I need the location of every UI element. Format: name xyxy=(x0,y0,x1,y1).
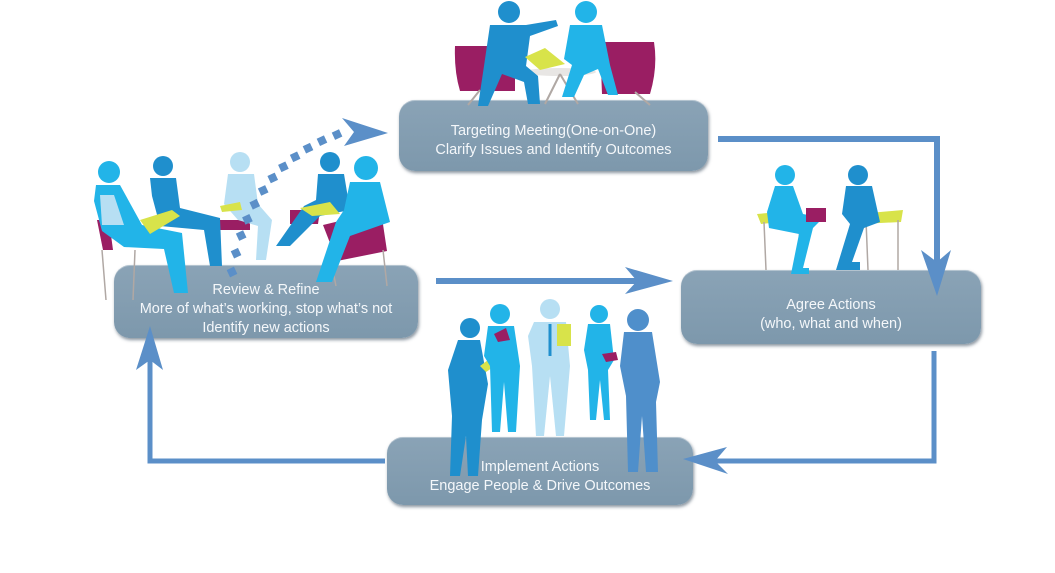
sofa-left xyxy=(454,46,515,91)
dotted-arrow-segment xyxy=(331,129,343,140)
stage-subtitle: Identify new actions xyxy=(202,320,330,336)
dotted-arrow-segment xyxy=(230,247,242,259)
document xyxy=(525,48,565,70)
document xyxy=(220,202,242,212)
dotted-arrow-segment xyxy=(257,185,269,196)
dotted-arrow-segment xyxy=(316,135,328,147)
folder xyxy=(806,208,826,222)
stage-title: Review & Refine xyxy=(212,282,320,298)
stage-subtitle: Clarify Issues and Identify Outcomes xyxy=(435,141,672,158)
stage-title: Agree Actions xyxy=(786,297,876,313)
arrow-agree-to-implement xyxy=(683,351,937,474)
stage-box-implement-actions: Implement Actions Engage People & Drive … xyxy=(387,437,693,505)
stage-box-targeting-meeting: Targeting Meeting(One-on-One) Clarify Is… xyxy=(399,100,708,171)
dotted-arrow-segment xyxy=(242,213,253,225)
stage-box-agree-actions: Agree Actions (who, what and when) xyxy=(681,270,981,344)
dotted-arrow-head xyxy=(342,118,388,146)
dotted-arrow-segment xyxy=(302,142,314,154)
chair-left xyxy=(757,210,801,224)
stage-subtitle: (who, what and when) xyxy=(760,316,902,332)
folder xyxy=(494,328,510,342)
document xyxy=(480,354,498,372)
sofa-right xyxy=(600,42,656,94)
arrow-implement-to-review xyxy=(136,326,385,464)
document xyxy=(140,210,180,234)
stage-subtitle: Engage People & Drive Outcomes xyxy=(429,478,651,494)
stage-title: Implement Actions xyxy=(480,459,600,475)
table xyxy=(524,68,596,76)
stage-box-review-refine: Review & Refine More of what’s working, … xyxy=(114,265,418,338)
document xyxy=(557,324,571,346)
folder xyxy=(602,352,618,362)
dotted-arrow-segment xyxy=(278,161,289,173)
dotted-arrow-segment xyxy=(289,151,301,163)
stage-title: Targeting Meeting(One-on-One) xyxy=(450,122,657,139)
dotted-arrow-segment xyxy=(249,198,261,210)
document xyxy=(300,202,340,216)
dotted-arrow-segment xyxy=(235,230,247,241)
dotted-arrow-segment xyxy=(267,172,279,184)
arrow-review-to-agree xyxy=(436,267,673,294)
illustration-agree-actions xyxy=(757,165,903,274)
stage-subtitle: More of what’s working, stop what’s not xyxy=(139,301,393,317)
illustration-targeting-meeting xyxy=(454,1,656,106)
chair-right xyxy=(858,210,903,224)
